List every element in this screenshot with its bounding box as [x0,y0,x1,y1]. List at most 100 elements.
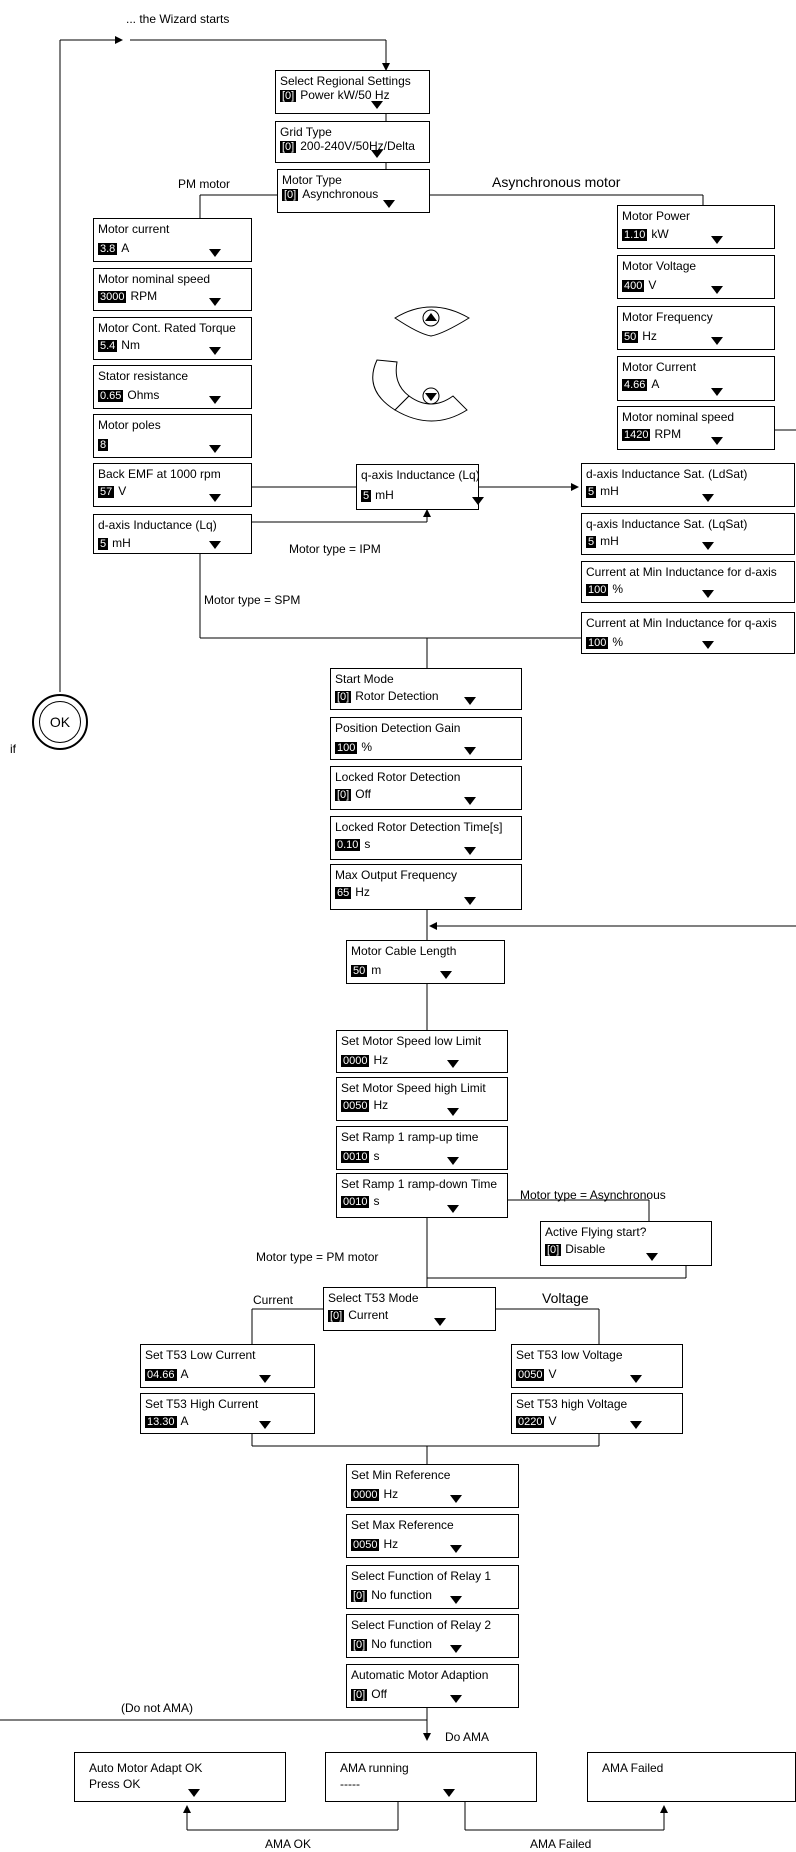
ok-key[interactable]: OK [32,694,88,750]
param-value: [0] [351,1590,368,1602]
label-do-ama: Do AMA [445,1730,490,1744]
param-box-ama: Automatic Motor Adaption [0]Off [346,1664,519,1708]
param-unit: V [648,278,657,292]
param-value: 0050 [516,1369,545,1381]
nav-down-key-icon [372,359,468,422]
param-title: Motor current [98,222,170,236]
down-arrow-icon [711,437,723,445]
result-title: AMA running [340,1761,409,1775]
down-arrow-icon [464,697,476,705]
param-value-row: [0]Current [328,1308,388,1323]
param-value-row: 100% [586,582,623,597]
label-motor-type-pm-motor: Motor type = PM motor [256,1250,379,1264]
down-arrow-icon [440,971,452,979]
down-arrow-icon [447,1205,459,1213]
param-unit: Hz [355,885,370,899]
param-title: Current at Min Inductance for q-axis [586,616,777,630]
down-arrow-icon [630,1421,642,1429]
param-title: Motor Cable Length [351,944,457,958]
param-value: 0.10 [335,839,361,851]
result-line2: Press OK [89,1777,141,1791]
param-unit: Hz [642,329,657,343]
down-arrow-icon [209,541,221,549]
down-arrow-icon [450,1645,462,1653]
nav-up-key-icon [394,306,470,337]
param-value: 100 [586,584,609,596]
label-motor-type-asynchronous: Motor type = Asynchronous [520,1188,666,1202]
param-value: 5 [98,538,109,550]
param-title: d-axis Inductance Sat. (LdSat) [586,467,748,481]
param-title: Set T53 Low Current [145,1348,256,1362]
param-unit: s [373,1149,380,1163]
param-unit: A [180,1414,189,1428]
param-value-row: 100% [586,635,623,650]
param-title: d-axis Inductance (Lq) [98,518,217,532]
param-value: [0] [280,90,297,102]
down-arrow-icon [472,497,484,505]
down-arrow-icon [209,494,221,502]
param-value: 57 [98,486,115,498]
param-value-row: [0]Off [351,1687,387,1702]
param-unit: No function [371,1588,432,1602]
param-value: [0] [335,691,352,703]
param-unit: RPM [654,427,682,441]
param-value: [0] [545,1244,562,1256]
down-arrow-icon [464,747,476,755]
param-title: Set T53 high Voltage [516,1397,628,1411]
param-value: 5 [586,486,597,498]
param-value: 8 [98,439,109,451]
label-ama-ok: AMA OK [265,1837,312,1851]
param-value-row: [0]Asynchronous [282,187,378,202]
if-label: if [10,742,16,756]
param-unit: Hz [383,1487,399,1501]
param-title: Back EMF at 1000 rpm [98,467,221,481]
down-arrow-icon [209,347,221,355]
param-value: 04.66 [145,1369,177,1381]
param-value: [0] [351,1639,368,1651]
param-title: Stator resistance [98,369,189,383]
param-title: Motor Current [622,360,697,374]
param-title: Automatic Motor Adaption [351,1668,489,1682]
label-ama-failed: AMA Failed [530,1837,592,1851]
param-value-row: [0]Disable [545,1242,605,1257]
param-unit: Hz [383,1537,399,1551]
down-arrow-icon [209,298,221,306]
label-do-not-ama: (Do not AMA) [121,1701,194,1715]
down-arrow-icon [711,236,723,244]
down-arrow-icon [383,200,395,208]
ok-key-label: OK [39,701,81,743]
param-title: Select T53 Mode [328,1291,419,1305]
param-value: 1.10 [622,229,648,241]
param-box-start-mode: Start Mode[0]Rotor Detection [330,668,522,710]
down-arrow-icon [209,445,221,453]
param-unit: % [612,582,624,596]
param-value: 5 [361,490,372,502]
param-value-row: [0]Off [335,787,371,802]
label-voltage: Voltage [542,1290,589,1306]
param-title: Locked Rotor Detection [335,770,461,784]
param-title: q-axis Inductance (Lq) [361,468,480,482]
param-title: Set Max Reference [351,1518,454,1532]
down-arrow-icon [447,1108,459,1116]
